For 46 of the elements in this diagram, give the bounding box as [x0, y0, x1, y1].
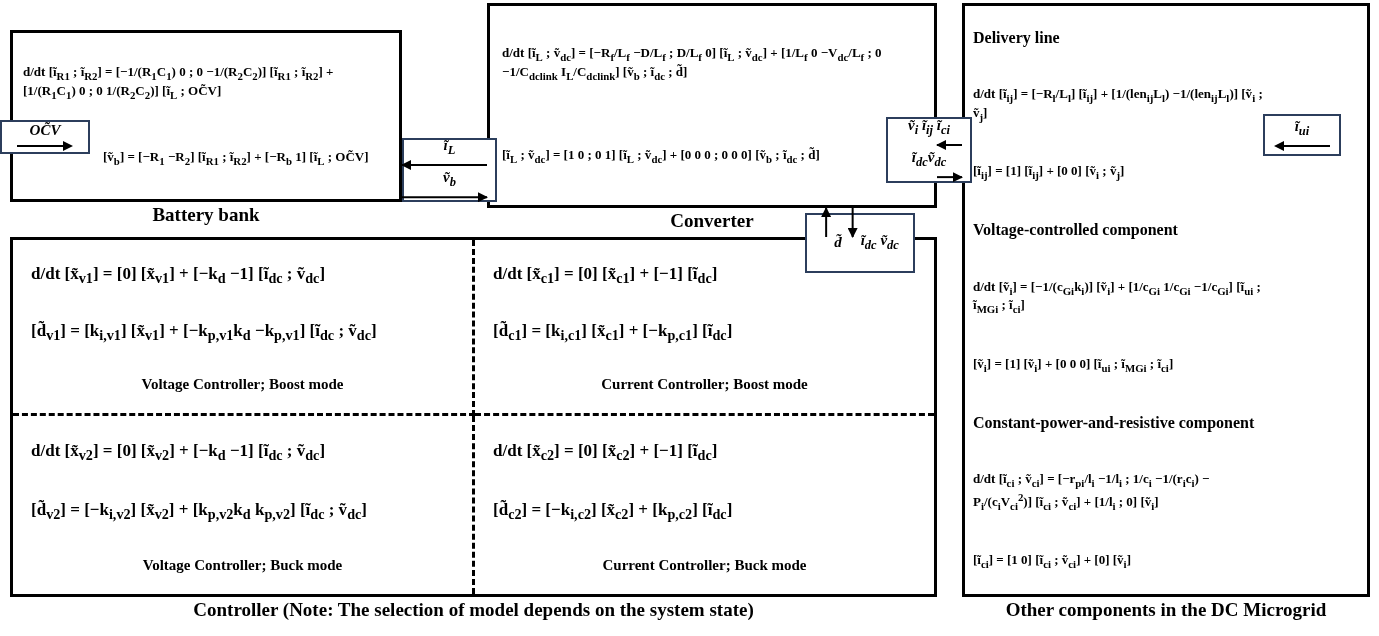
signal-label: ĩ$_{ui}$	[1294, 118, 1310, 139]
panel-title: Battery bank	[151, 204, 261, 226]
edge-label: ĩ$_{L}$	[443, 137, 456, 157]
panel-title: Controller (Note: The selection of model depends on the system state)	[192, 599, 755, 621]
equation: d/dt [ĩ$_{ij}$] = [−R$_{l}$/L$_{l}$] [ĩ$_{ij}$] + [1/(len$_{ij}$L$_{l}$) −1/(len$_{ij}$L$_{l}$)] [ṽ$_{i}$ ; ṽ$_{j}$]	[973, 86, 1264, 124]
equation: d/dt [ĩ$_{ci}$ ; ṽ$_{ci}$] = [−r$_{pi}$/l$_{i}$ −1/l$_{i}$ ; 1/c$_{i}$ −1/(r$_{i}$c$_{i}$) − P$_{i}$/(c$_{i}$V$_{ci}$$^{2}$)] [ĩ$_{ci}$ ; ṽ$_{ci}$] + [1/l$_{i}$ ; 0] [ṽ$_{i}$]	[973, 471, 1211, 513]
equation: [d̃$_{c2}$] = [−k$_{i,c2}$] [x̃$_{c2}$] + [k$_{p,c2}$] [ĩ$_{dc}$]	[493, 498, 734, 524]
section-title: Constant-power-and-resistive component	[973, 413, 1256, 432]
signal-box	[0, 120, 90, 154]
equation: [d̃$_{c1}$] = [k$_{i,c1}$] [x̃$_{c1}$] + [−k$_{p,c1}$] [ĩ$_{dc}$]	[493, 320, 734, 346]
signal-arrow	[401, 160, 488, 170]
signal-arrow	[936, 140, 963, 150]
edge-label: ṽ$_{i}$ ĩ$_{ij}$ ĩ$_{ci}$	[908, 117, 950, 137]
equation: [d̃$_{v1}$] = [k$_{i,v1}$] [x̃$_{v1}$] + [−k$_{p,v1}$k$_{d}$ −k$_{p,v1}$] [ĩ$_{dc}$ ; ṽ$_{dc}$]	[31, 320, 378, 346]
equation: [ĩ$_{ij}$] = [1] [ĩ$_{ij}$] + [0 0] [ṽ$_{i}$ ; ṽ$_{j}$]	[973, 163, 1126, 182]
model-caption: Voltage Controller; Buck mode	[141, 556, 344, 574]
equation: d/dt [x̃$_{v2}$] = [0] [x̃$_{v2}$] + [−k$_{d}$ −1] [ĩ$_{dc}$ ; ṽ$_{dc}$]	[31, 440, 327, 466]
model-caption: Current Controller; Buck mode	[601, 556, 808, 574]
equation: [d̃$_{v2}$] = [−k$_{i,v2}$] [x̃$_{v2}$] + [k$_{p,v2}$k$_{d}$ k$_{p,v2}$] [ĩ$_{dc}$ ; ṽ$_{dc}$]	[31, 498, 368, 524]
edge-label: ĩ$_{dc}$ṽ$_{dc}$	[911, 150, 947, 170]
signal-label: OC̃V	[29, 122, 61, 139]
equation: d/dt [ĩ$_{R1}$ ; ĩ$_{R2}$] = [−1/(R$_{1}$C$_{1}$) 0 ; 0 −1/(R$_{2}$C$_{2}$)] [ĩ$_{R1}$ ; ĩ$_{R2}$] + [1/(R$_{1}$C$_{1}$) 0 ; 0 1/(R$_{2}$C$_{2}$)] [ĩ$_{L}$ ; OC̃V]	[23, 64, 335, 102]
equation: [ṽ$_{b}$] = [−R$_{1}$ −R$_{2}$] [ĩ$_{R1}$ ; ĩ$_{R2}$] + [−R$_{b}$ 1] [ĩ$_{L}$ ; OC̃V]	[103, 149, 370, 168]
edge-label: ṽ$_{b}$	[443, 170, 456, 190]
equation: [ĩ$_{L}$ ; ṽ$_{dc}$] = [1 0 ; 0 1] [ĩ$_{L}$ ; ṽ$_{dc}$] + [0 0 0 ; 0 0 0] [ṽ$_{b}$ ; ĩ$_{dc}$ ; d̃]	[502, 147, 821, 166]
signal-arrow	[401, 192, 488, 203]
section-title: Voltage-controlled component	[973, 221, 1179, 240]
equation: d/dt [ĩ$_{L}$ ; ṽ$_{dc}$] = [−R$_{f}$/L$_{f}$ −D/L$_{f}$ ; D/L$_{f}$ 0] [ĩ$_{L}$ ; ṽ$_{dc}$] + [1/L$_{f}$ 0 −V$_{dc}$/L$_{f}$ ; 0 −1/C$_{dclink}$ I$_{L}$/C$_{dclink}$] [ṽ$_{b}$ ; ĩ$_{dc}$ ; d̃]	[502, 45, 882, 83]
equation: d/dt [x̃$_{c2}$] = [0] [x̃$_{c2}$] + [−1] [ĩ$_{dc}$]	[493, 440, 719, 466]
equation: d/dt [x̃$_{c1}$] = [0] [x̃$_{c1}$] + [−1] [ĩ$_{dc}$]	[493, 263, 719, 289]
equation: [ĩ$_{ci}$] = [1 0] [ĩ$_{ci}$ ; ṽ$_{ci}$] + [0] [ṽ$_{i}$]	[973, 552, 1132, 572]
equation: [ṽ$_{i}$] = [1] [ṽ$_{i}$] + [0 0 0] [ĩ$_{ui}$ ; ĩ$_{MGi}$ ; ĩ$_{ci}$]	[973, 355, 1175, 375]
edge-label: ĩ$_{dc}$ ṽ$_{dc}$	[860, 233, 899, 253]
controller-section	[13, 240, 475, 416]
model-caption: Voltage Controller; Boost mode	[140, 376, 345, 394]
equation: d/dt [ṽ$_{i}$] = [−1/(c$_{Gi}$k$_{i}$)] [ṽ$_{i}$] + [1/c$_{Gi}$ 1/c$_{Gi}$ −1/c$_{Gi}$] [ĩ$_{ui}$ ; ĩ$_{MGi}$ ; ĩ$_{ci}$]	[973, 278, 1262, 317]
signal-arrow	[821, 207, 832, 238]
panel-title: Other components in the DC Microgrid	[1004, 599, 1328, 621]
edge-label: d̃	[834, 235, 842, 251]
signal-box	[1263, 114, 1341, 156]
signal-arrow	[936, 172, 963, 183]
equation: d/dt [x̃$_{v1}$] = [0] [x̃$_{v1}$] + [−k$_{d}$ −1] [ĩ$_{dc}$ ; ṽ$_{dc}$]	[31, 263, 327, 289]
model-caption: Current Controller; Boost mode	[600, 376, 809, 394]
section-title: Delivery line	[973, 28, 1061, 47]
panel-title: Converter	[669, 210, 755, 232]
signal-arrow	[847, 207, 858, 238]
